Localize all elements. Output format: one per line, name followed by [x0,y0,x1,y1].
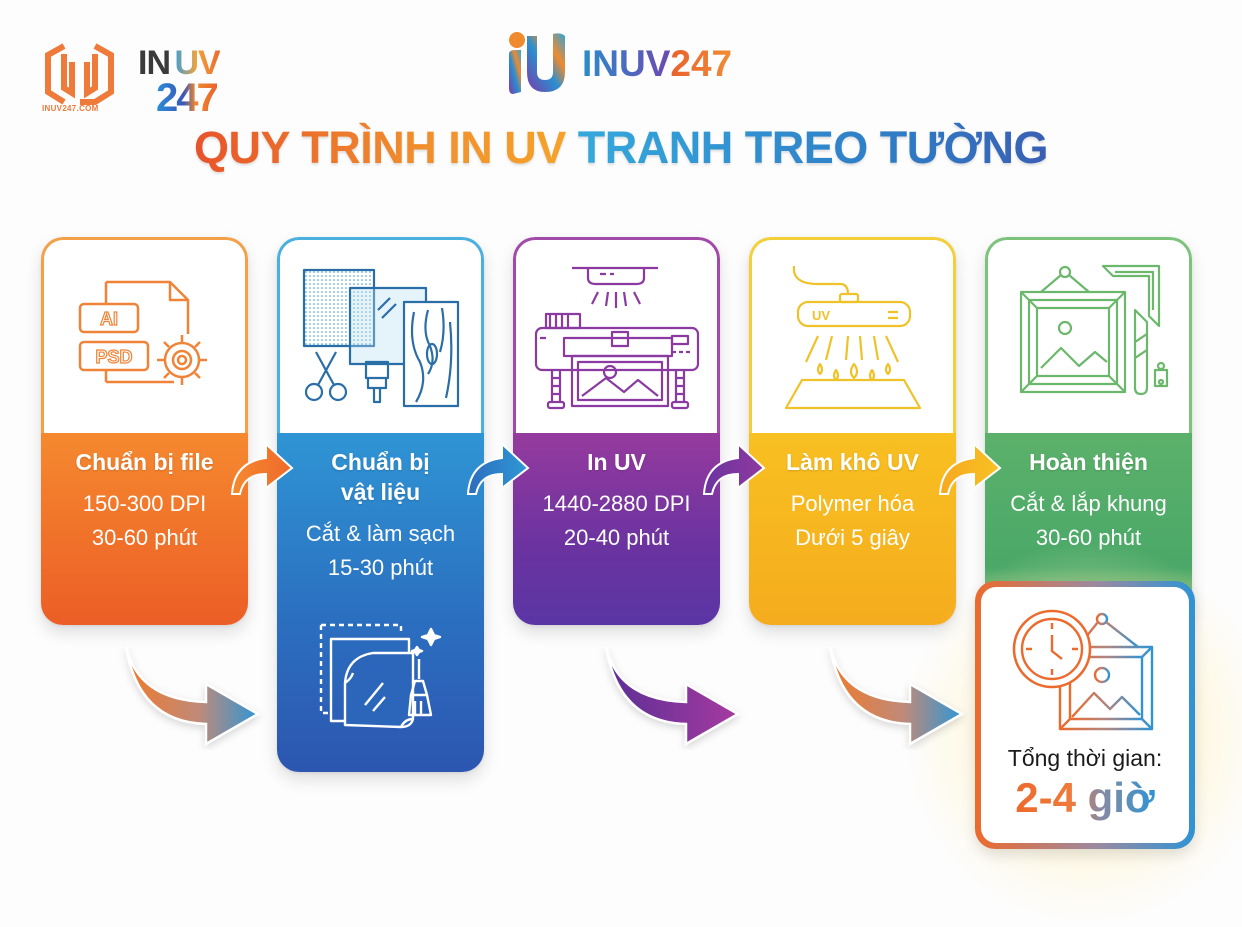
psd-label: PSD [95,347,132,367]
step-1-body: Chuẩn bị file 150-300 DPI 30-60 phút [41,433,248,625]
step-card-prepare-materials: Chuẩn bị vật liệu Cắt & làm sạch 15-30 p… [277,237,484,772]
step-4-desc: Polymer hóa [790,491,915,516]
inuv-iu-logo-icon [503,28,573,98]
arrow-step3-to-step4-icon [702,441,766,495]
step-5-icon-area [985,237,1192,433]
step-1-icon-area: AI PSD [41,237,248,433]
step-2-title-line-2: vật liệu [340,479,421,505]
step-2-desc: Cắt & làm sạch [305,521,456,546]
step-2-title: Chuẩn bị vật liệu [277,447,484,507]
uv-lamp-curing-icon: UV [784,265,921,409]
arrow-step4-to-step5-icon [938,441,1002,495]
page-title: QUY TRÌNH IN UV TRANH TREO TƯỜNG [0,122,1242,174]
picture-frame-tools-icon [1019,264,1168,395]
inuv-hexagon-logo-icon [42,40,117,118]
step-card-prepare-file: AI PSD Chuẩn bị file 150-300 DPI 30-60 p… [41,237,248,625]
step-4-time: Dưới 5 giây [795,525,910,550]
total-time-value: 2-4 giờ [1015,774,1155,821]
clock-picture-frame-icon [1012,609,1154,731]
ai-label: AI [100,309,118,329]
logo-url-text: INUV247.COM [42,104,99,113]
step-3-icon-area [513,237,720,433]
wordmark-in: IN [138,44,171,82]
step-2-body: Chuẩn bị vật liệu Cắt & làm sạch 15-30 p… [277,433,484,772]
step-2-time: 15-30 phút [327,555,434,580]
arrow-step2-to-step3-icon [466,441,530,495]
wordmark-uv: UV [174,44,220,82]
total-time-inner: Tổng thời gian: 2-4 giờ [981,587,1189,843]
step-3-body: In UV 1440-2880 DPI 20-40 phút [513,433,720,625]
step-4-icon-area: UV [749,237,956,433]
step-3-dpi: 1440-2880 DPI [542,491,691,516]
clean-glass-sheet-brush-icon [319,623,441,729]
step-1-title: Chuẩn bị file [75,449,214,475]
step-2-title-line-1: Chuẩn bị [331,449,430,475]
uv-printer-icon [534,266,699,409]
materials-scissors-brush-wood-icon [302,268,459,407]
arrow-lower-3-icon [828,645,965,747]
step-3-time: 20-40 phút [563,525,670,550]
file-ai-psd-gear-icon: AI PSD [78,280,207,385]
arrow-lower-2-icon [604,645,741,747]
title-part-1: QUY TRÌNH IN UV [194,122,566,173]
step-card-uv-print: In UV 1440-2880 DPI 20-40 phút [513,237,720,625]
step-5-title: Hoàn thiện [1029,449,1148,475]
brand-247: 247 [670,43,733,84]
step-2-sub-icon-area [277,619,484,729]
brand-inuv: INUV [582,43,671,84]
brand-name: INUV247 [582,43,732,85]
arrow-lower-1-icon [124,645,261,747]
step-4-title: Làm khô UV [786,449,919,475]
step-5-desc: Cắt & lắp khung [1010,491,1167,516]
arrow-step1-to-step2-icon [230,441,294,495]
step-1-time: 30-60 phút [91,525,198,550]
title-part-2: TRANH TREO TƯỜNG [577,122,1049,173]
logo-wordmark: IN UV 247 [138,44,221,120]
total-time-label: Tổng thời gian: [1007,745,1163,771]
step-2-icon-area [277,237,484,433]
step-3-title: In UV [587,449,646,475]
step-1-dpi: 150-300 DPI [82,491,207,516]
wordmark-247: 247 [156,76,219,120]
uv-lamp-label: UV [812,308,830,323]
total-time-box: Tổng thời gian: 2-4 giờ [975,581,1195,849]
